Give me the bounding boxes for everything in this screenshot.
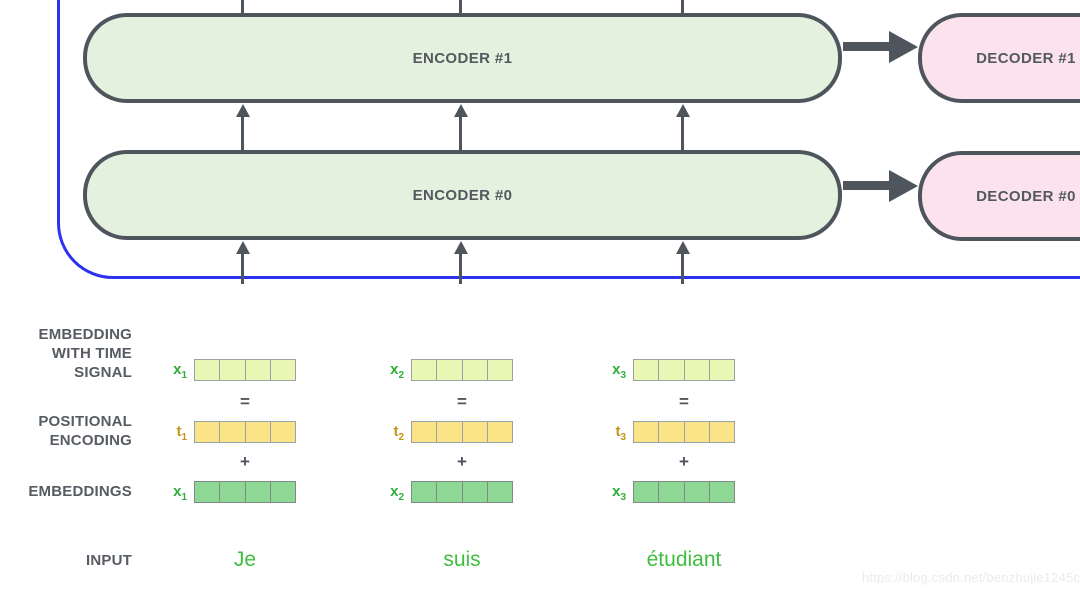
vector-cell: [437, 482, 463, 502]
time-vector-label: t1: [176, 423, 187, 443]
input-label: INPUT: [86, 552, 132, 569]
vector-cell: [710, 360, 734, 380]
up-arrow-stub-icon: [459, 0, 462, 15]
plus-sign: +: [240, 452, 250, 471]
vector-cell: [246, 422, 271, 442]
encoder-to-decoder-arrow-icon: [889, 170, 918, 202]
vector-cell: [488, 422, 512, 442]
vector-cell: [246, 360, 271, 380]
up-arrow-icon: [459, 252, 462, 284]
vector-cell: [710, 422, 734, 442]
vector-cell: [412, 360, 438, 380]
vector-cell: [437, 360, 463, 380]
vector-cell: [246, 482, 271, 502]
vector-cell: [412, 422, 438, 442]
sum-vector-bar: [411, 359, 513, 381]
up-arrow-icon: [236, 104, 250, 117]
vector-cell: [634, 422, 660, 442]
positional-vector-bar: [633, 421, 735, 443]
vector-cell: [634, 482, 660, 502]
vector-cell: [437, 422, 463, 442]
up-arrow-icon: [681, 115, 684, 150]
up-arrow-icon: [459, 115, 462, 150]
sum-vector-label: x1: [173, 361, 187, 381]
vector-cell: [488, 482, 512, 502]
positional-vector-bar: [194, 421, 296, 443]
up-arrow-icon: [454, 104, 468, 117]
encoder-to-decoder-arrow-icon: [889, 31, 918, 63]
input-word: étudiant: [646, 548, 722, 571]
embedding-vector-bar: [633, 481, 735, 503]
up-arrow-icon: [241, 252, 244, 284]
vector-cell: [463, 360, 488, 380]
vector-cell: [412, 482, 438, 502]
encoder-1-block: ENCODER #1: [83, 13, 842, 103]
input-word: suis: [443, 548, 481, 571]
embeddings-label: EMBEDDINGS: [28, 483, 132, 500]
vector-cell: [685, 482, 710, 502]
vector-cell: [463, 482, 488, 502]
vector-cell: [220, 482, 246, 502]
vector-cell: [195, 360, 221, 380]
decoder-0-block: DECODER #0: [918, 151, 1080, 241]
vector-cell: [634, 360, 660, 380]
encoder-0-block: ENCODER #0: [83, 150, 842, 240]
plus-sign: +: [457, 452, 467, 471]
vector-cell: [685, 422, 710, 442]
vector-cell: [271, 422, 295, 442]
equals-sign: =: [240, 392, 250, 411]
equals-sign: =: [457, 392, 467, 411]
vector-cell: [685, 360, 710, 380]
embedding-vector-bar: [194, 481, 296, 503]
vector-cell: [271, 360, 295, 380]
encoder-to-decoder-arrow-icon: [843, 181, 893, 190]
vector-cell: [659, 422, 685, 442]
encoder-0-label: ENCODER #0: [412, 186, 513, 204]
input-word: Je: [233, 548, 257, 571]
decoder-1-block: DECODER #1: [918, 13, 1080, 103]
up-arrow-stub-icon: [241, 0, 244, 15]
up-arrow-icon: [454, 241, 468, 254]
sum-vector-bar: [633, 359, 735, 381]
up-arrow-stub-icon: [681, 0, 684, 15]
decoder-0-label: DECODER #0: [976, 187, 1076, 205]
encoder-1-label: ENCODER #1: [412, 49, 513, 67]
plus-sign: +: [679, 452, 689, 471]
up-arrow-icon: [681, 252, 684, 284]
vector-cell: [195, 422, 221, 442]
watermark: https://blog.csdn.net/benzhujie1245com: [862, 570, 1080, 585]
embedding-vector-label: x3: [612, 483, 626, 503]
up-arrow-icon: [676, 241, 690, 254]
embedding-vector-label: x2: [390, 483, 404, 503]
time-vector-label: t3: [615, 423, 626, 443]
positional-vector-bar: [411, 421, 513, 443]
vector-cell: [659, 360, 685, 380]
up-arrow-icon: [236, 241, 250, 254]
vector-cell: [220, 360, 246, 380]
decoder-1-label: DECODER #1: [976, 49, 1076, 67]
sum-vector-label: x2: [390, 361, 404, 381]
vector-cell: [195, 482, 221, 502]
sum-vector-bar: [194, 359, 296, 381]
vector-cell: [659, 482, 685, 502]
vector-cell: [220, 422, 246, 442]
equals-sign: =: [679, 392, 689, 411]
vector-cell: [271, 482, 295, 502]
up-arrow-icon: [241, 115, 244, 150]
up-arrow-icon: [676, 104, 690, 117]
vector-cell: [488, 360, 512, 380]
vector-cell: [710, 482, 734, 502]
embedding-vector-bar: [411, 481, 513, 503]
encoder-to-decoder-arrow-icon: [843, 42, 893, 51]
embedding-with-time-signal-label: EMBEDDING WITH TIME SIGNAL: [38, 326, 132, 381]
time-vector-label: t2: [393, 423, 404, 443]
embedding-vector-label: x1: [173, 483, 187, 503]
input-bracket: [57, 0, 1080, 279]
sum-vector-label: x3: [612, 361, 626, 381]
positional-encoding-label: POSITIONAL ENCODING: [38, 413, 132, 449]
vector-cell: [463, 422, 488, 442]
